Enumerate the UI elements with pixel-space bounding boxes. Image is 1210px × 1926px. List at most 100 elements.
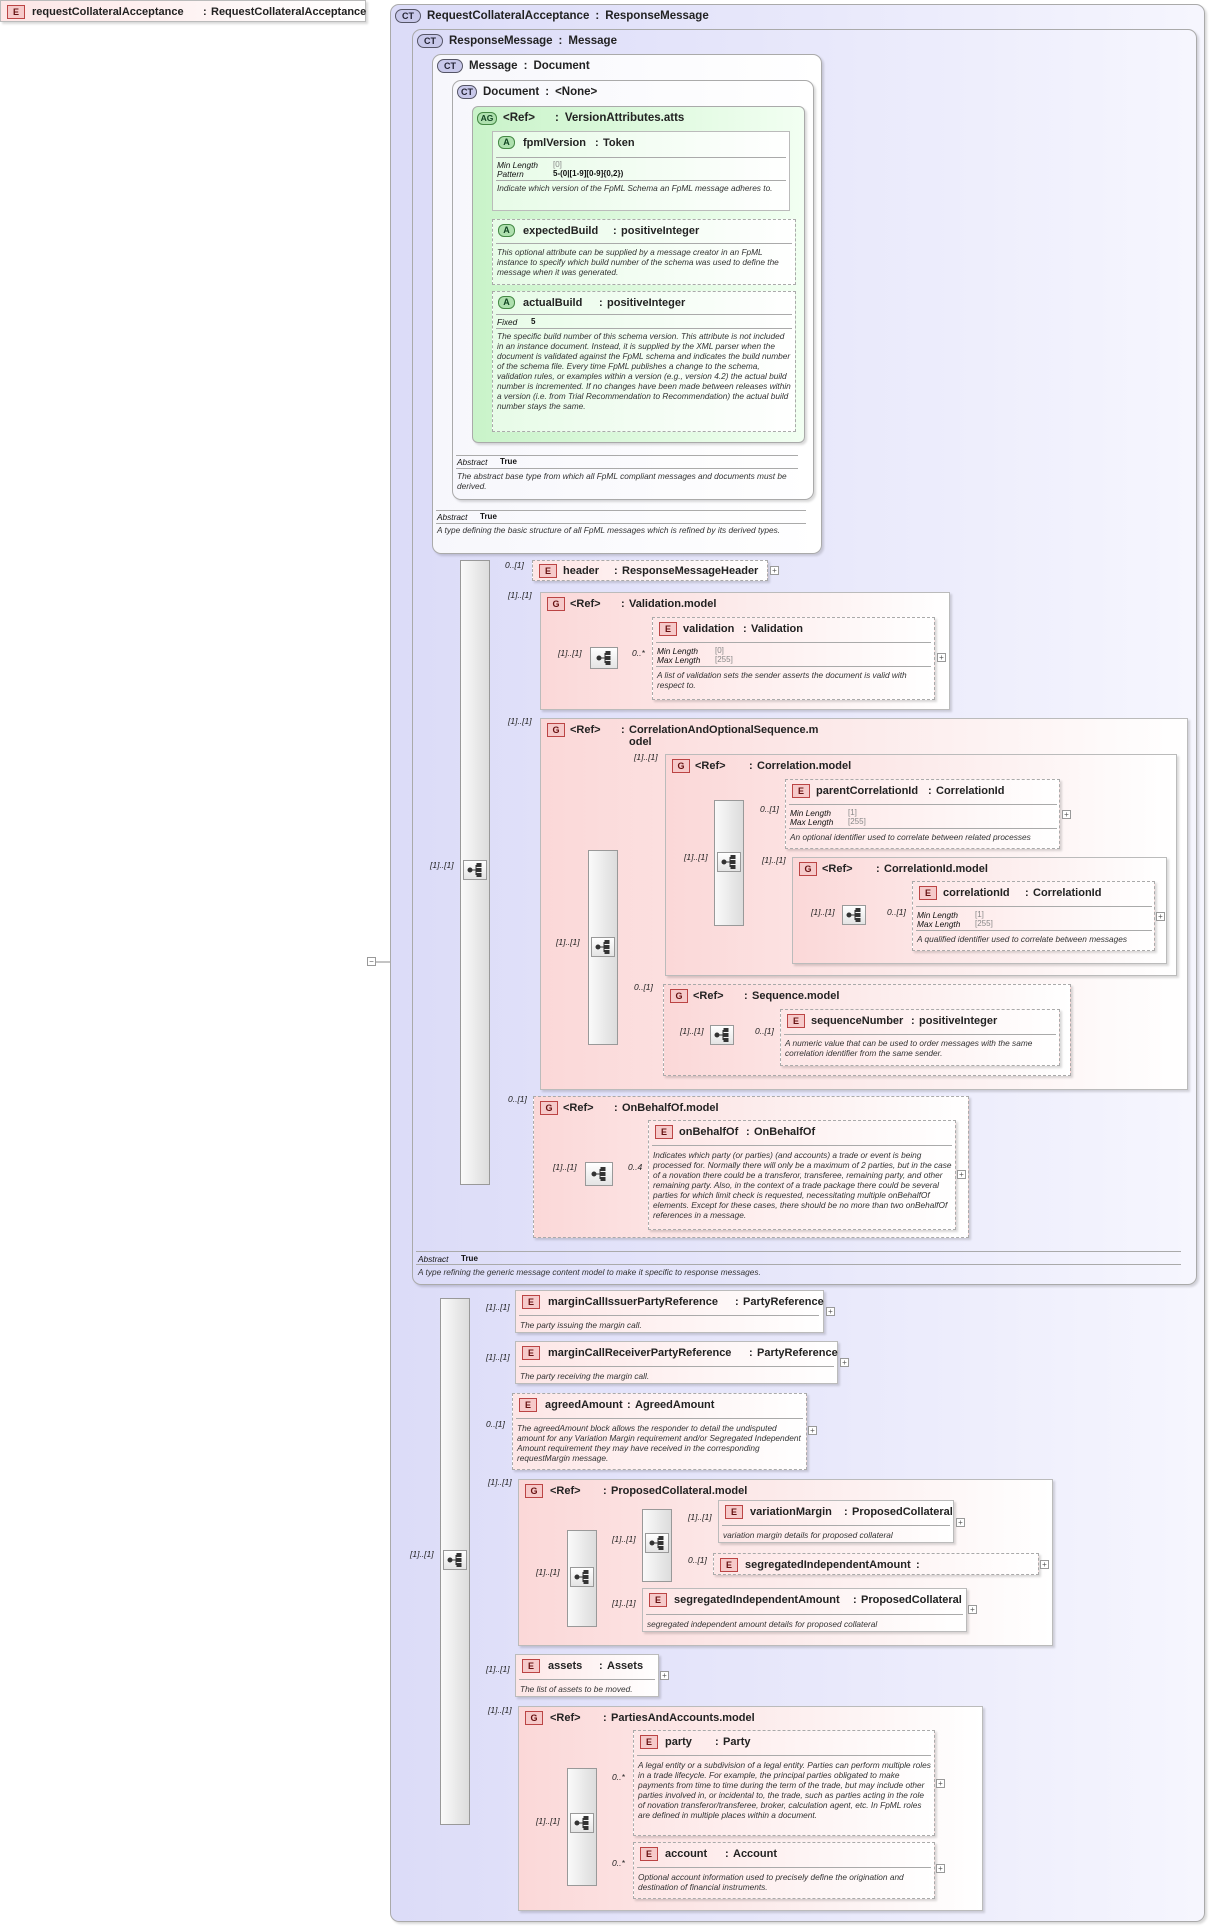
- element-type: CorrelationId: [936, 785, 1005, 797]
- colon: :: [203, 6, 207, 18]
- element-name: segregatedIndependentAmount: [745, 1559, 911, 1571]
- colon: :: [599, 1660, 603, 1672]
- expand-icon[interactable]: +: [1156, 912, 1165, 921]
- element-icon: E: [655, 1125, 673, 1139]
- attribute-expectedbuild[interactable]: A expectedBuild : positiveInteger This o…: [492, 219, 796, 285]
- sequence-icon[interactable]: [463, 860, 487, 880]
- element-assets[interactable]: E assets : Assets The list of assets to …: [515, 1654, 659, 1697]
- abstract-value: True: [480, 512, 497, 521]
- cardinality: 0..[1]: [688, 1555, 707, 1565]
- expand-icon[interactable]: −: [367, 957, 376, 966]
- separator: [637, 1867, 931, 1868]
- attribute-type: positiveInteger: [621, 225, 700, 237]
- attribute-icon: A: [498, 296, 515, 309]
- expand-icon[interactable]: +: [1062, 810, 1071, 819]
- attribute-fpmlversion[interactable]: A fpmlVersion : Token Min Length [0] Pat…: [492, 131, 790, 211]
- element-name: party: [665, 1736, 692, 1748]
- sequence-icon[interactable]: [645, 1533, 669, 1553]
- group-name: PartiesAndAccounts.model: [611, 1712, 755, 1724]
- element-parentcorrelationid[interactable]: E parentCorrelationId : CorrelationId Mi…: [785, 779, 1060, 849]
- cardinality: 0..*: [612, 1772, 625, 1782]
- cardinality: [1]..[1]: [508, 590, 532, 600]
- expand-icon[interactable]: +: [770, 566, 779, 575]
- expand-icon[interactable]: +: [808, 1426, 817, 1435]
- expand-icon[interactable]: +: [660, 1671, 669, 1680]
- cardinality: [1]..[1]: [486, 1302, 510, 1312]
- element-header[interactable]: E header : ResponseMessageHeader: [532, 560, 768, 581]
- sequence-icon[interactable]: [710, 1025, 734, 1045]
- expand-icon[interactable]: +: [840, 1358, 849, 1367]
- element-margincallissuerpartyreference[interactable]: E marginCallIssuerPartyReference : Party…: [515, 1290, 824, 1333]
- separator: [496, 314, 792, 315]
- element-segregatedindependentamount-optional[interactable]: E segregatedIndependentAmount :: [713, 1553, 1039, 1575]
- colon: :: [916, 1559, 920, 1571]
- sequence-icon[interactable]: [570, 1813, 594, 1833]
- element-documentation: A numeric value that can be used to orde…: [785, 1038, 1033, 1058]
- element-margincallreceiverpartyreference[interactable]: E marginCallReceiverPartyReference : Par…: [515, 1341, 838, 1384]
- separator: [516, 1418, 803, 1419]
- separator: [722, 1525, 950, 1526]
- separator: [496, 180, 786, 181]
- element-name: marginCallIssuerPartyReference: [548, 1296, 718, 1308]
- sequence-icon[interactable]: [717, 852, 741, 872]
- facet-label: Min Length: [917, 910, 959, 920]
- separator: [496, 243, 792, 244]
- separator: [456, 468, 798, 469]
- expand-icon[interactable]: +: [956, 1518, 965, 1527]
- colon: :: [844, 1506, 848, 1518]
- cardinality: 0..[1]: [634, 982, 653, 992]
- attribute-actualbuild[interactable]: A actualBuild : positiveInteger Fixed 5 …: [492, 291, 796, 432]
- cardinality: 0..[1]: [486, 1419, 505, 1429]
- element-account[interactable]: E account : Account Optional account inf…: [633, 1842, 935, 1899]
- expand-icon[interactable]: +: [968, 1605, 977, 1614]
- element-correlationid[interactable]: E correlationId : CorrelationId Min Leng…: [912, 881, 1155, 951]
- element-agreedamount[interactable]: E agreedAmount : AgreedAmount The agreed…: [512, 1393, 807, 1470]
- separator: [496, 157, 786, 158]
- element-icon: E: [640, 1847, 658, 1861]
- attribute-name: expectedBuild: [523, 225, 599, 237]
- group-icon: G: [525, 1711, 543, 1725]
- root-element-box[interactable]: E requestCollateralAcceptance : RequestC…: [0, 0, 366, 22]
- group-name: CorrelationAndOptionalSequence.m: [629, 724, 819, 736]
- group-name: Validation.model: [629, 598, 717, 610]
- expand-icon[interactable]: +: [957, 1170, 966, 1179]
- facet-label: Pattern: [497, 169, 524, 179]
- sequence-icon[interactable]: [443, 1550, 467, 1570]
- separator: [519, 1366, 834, 1367]
- element-segregatedindependentamount[interactable]: E segregatedIndependentAmount : Proposed…: [642, 1588, 967, 1632]
- element-validation[interactable]: E validation : Validation Min Length [0]…: [652, 617, 935, 700]
- expand-icon[interactable]: +: [1040, 1560, 1049, 1569]
- expand-icon[interactable]: +: [937, 653, 946, 662]
- complex-type-icon: CT: [395, 9, 421, 23]
- element-documentation: The party receiving the margin call.: [520, 1371, 650, 1381]
- expand-icon[interactable]: +: [826, 1307, 835, 1316]
- separator: [496, 328, 792, 329]
- colon: :: [749, 1347, 753, 1359]
- sequence-icon[interactable]: [585, 1162, 613, 1186]
- element-type: positiveInteger: [919, 1015, 998, 1027]
- sequence-icon[interactable]: [591, 937, 615, 957]
- sequence-icon[interactable]: [842, 905, 866, 925]
- sequence-icon[interactable]: [570, 1567, 594, 1587]
- element-onbehalfof[interactable]: E onBehalfOf : OnBehalfOf Indicates whic…: [648, 1120, 956, 1230]
- group-icon: G: [525, 1484, 543, 1498]
- element-documentation: An optional identifier used to correlate…: [790, 832, 1031, 842]
- colon: :: [603, 1712, 607, 1724]
- element-variationmargin[interactable]: E variationMargin : ProposedCollateral v…: [718, 1500, 954, 1543]
- expand-icon[interactable]: +: [936, 1779, 945, 1788]
- separator: [416, 1251, 1181, 1252]
- element-party[interactable]: E party : Party A legal entity or a subd…: [633, 1730, 935, 1836]
- abstract-value: True: [500, 457, 517, 466]
- sequence-glyph: [596, 651, 611, 665]
- element-type: PartyReference: [743, 1296, 824, 1308]
- colon: :: [554, 112, 559, 124]
- attribute-name: actualBuild: [523, 297, 583, 309]
- sequence-icon[interactable]: [590, 647, 618, 669]
- facet-value: [255]: [975, 919, 993, 928]
- colon: :: [621, 598, 625, 610]
- expand-icon[interactable]: +: [936, 1864, 945, 1873]
- element-sequencenumber[interactable]: E sequenceNumber : positiveInteger A num…: [780, 1009, 1060, 1066]
- group-icon: G: [547, 723, 565, 737]
- element-documentation: The agreedAmount block allows the respon…: [517, 1423, 801, 1463]
- attribute-documentation: This optional attribute can be supplied …: [497, 247, 779, 277]
